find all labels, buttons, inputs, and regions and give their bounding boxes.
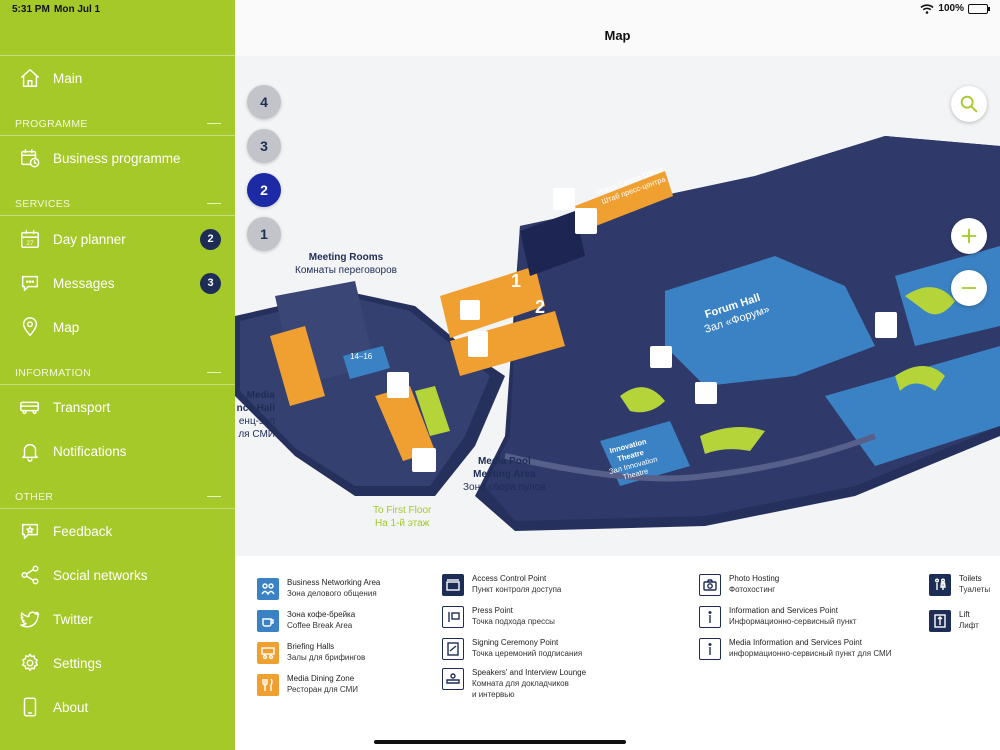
sidebar-item-label: Messages: [53, 275, 115, 291]
sidebar: Main PROGRAMME Business programme SERVIC…: [0, 0, 235, 750]
battery-icon: [968, 3, 990, 14]
status-time: 5:31 PM: [12, 4, 50, 15]
wifi-icon: [920, 3, 934, 14]
main-content: Map: [235, 0, 1000, 750]
sidebar-item-label: Feedback: [53, 523, 113, 539]
lift-icon: [929, 610, 951, 632]
messages-badge: 3: [200, 272, 221, 294]
camera-icon: [699, 574, 721, 596]
twitter-bird-icon: [18, 607, 42, 631]
section-header-information: INFORMATION: [0, 363, 235, 385]
sidebar-item-label: Notifications: [53, 443, 127, 459]
media-info-icon: [699, 638, 721, 660]
zoom-in-button[interactable]: [951, 218, 987, 254]
sidebar-item-main[interactable]: Main: [0, 60, 235, 96]
sidebar-item-label: Social networks: [53, 567, 148, 583]
access-icon: [442, 574, 464, 596]
zoom-out-button[interactable]: [951, 270, 987, 306]
sidebar-item-day-planner[interactable]: 27 Day planner 2: [0, 221, 235, 257]
sidebar-item-label: Map: [53, 319, 80, 335]
floor-button-1[interactable]: 1: [247, 217, 281, 251]
sidebar-item-transport[interactable]: Transport: [0, 389, 235, 425]
floor-button-3[interactable]: 3: [247, 129, 281, 163]
sidebar-item-label: Day planner: [53, 231, 126, 247]
sidebar-item-feedback[interactable]: Feedback: [0, 513, 235, 549]
status-date: Mon Jul 1: [54, 4, 101, 15]
home-icon: [18, 66, 42, 90]
sidebar-item-settings[interactable]: Settings: [0, 645, 235, 681]
sidebar-item-label: Transport: [53, 399, 111, 415]
map-label-to-first-floor[interactable]: To First Floor На 1-й этаж: [373, 505, 432, 529]
map-label-hall-1[interactable]: 1: [511, 271, 522, 291]
sidebar-item-business-programme[interactable]: Business programme: [0, 140, 235, 176]
map-label-media-pool[interactable]: Media Pool Meeting Area Зона сбора пулов: [463, 456, 546, 493]
floor-map[interactable]: 4 3 2 1 Meeting Rooms Комнаты переговоро…: [235, 56, 1000, 556]
info-icon: [699, 606, 721, 628]
chat-bubble-icon: [18, 271, 42, 295]
plus-icon: [961, 228, 977, 244]
lounge-icon: [442, 668, 464, 690]
sidebar-item-label: About: [53, 699, 89, 715]
section-header-other: OTHER: [0, 487, 235, 509]
map-label-room-14-16[interactable]: 14–16: [350, 352, 373, 361]
sidebar-item-about[interactable]: About: [0, 689, 235, 725]
network-icon: [257, 578, 279, 600]
signing-icon: [442, 638, 464, 660]
sidebar-item-social-networks[interactable]: Social networks: [0, 557, 235, 593]
floor-button-4[interactable]: 4: [247, 85, 281, 119]
svg-text:27: 27: [26, 240, 34, 247]
sidebar-item-label: Main: [53, 70, 83, 86]
toilet-icon: [929, 574, 951, 596]
coffee-icon: [257, 610, 279, 632]
sidebar-item-messages[interactable]: Messages 3: [0, 265, 235, 301]
feedback-star-icon: [18, 519, 42, 543]
share-icon: [18, 563, 42, 587]
gear-icon: [18, 651, 42, 675]
section-header-programme: PROGRAMME: [0, 114, 235, 136]
press-icon: [442, 606, 464, 628]
sidebar-item-map[interactable]: Map: [0, 309, 235, 345]
minus-icon: [961, 287, 977, 289]
sidebar-item-label: Twitter: [53, 611, 93, 627]
day-planner-badge: 2: [200, 228, 221, 250]
floor-button-2[interactable]: 2: [247, 173, 281, 207]
floor-plan-drawing: [235, 136, 1000, 531]
briefing-icon: [257, 642, 279, 664]
bus-icon: [18, 395, 42, 419]
map-label-hall-2[interactable]: 2: [535, 297, 546, 317]
sidebar-item-notifications[interactable]: Notifications: [0, 433, 235, 469]
bell-icon: [18, 439, 42, 463]
map-pin-icon: [18, 315, 42, 339]
status-bar: 5:31 PM Mon Jul 1 100%: [0, 0, 1000, 18]
sidebar-item-label: Business programme: [53, 150, 181, 166]
section-header-services: SERVICES: [0, 194, 235, 216]
phone-device-icon: [18, 695, 42, 719]
map-label-media-hall[interactable]: Media nce Hall енц-зал ля СМИ: [236, 390, 275, 440]
sidebar-item-twitter[interactable]: Twitter: [0, 601, 235, 637]
calendar-clock-icon: [18, 146, 42, 170]
battery-percent: 100%: [938, 3, 964, 14]
page-title: Map: [604, 28, 631, 43]
map-label-meeting-rooms[interactable]: Meeting Rooms Комнаты переговоров: [295, 252, 397, 276]
sidebar-item-label: Settings: [53, 655, 102, 671]
search-icon: [960, 95, 978, 113]
map-search-button[interactable]: [951, 86, 987, 122]
home-indicator[interactable]: [374, 740, 626, 744]
dining-icon: [257, 674, 279, 696]
calendar-icon: 27: [18, 227, 42, 251]
